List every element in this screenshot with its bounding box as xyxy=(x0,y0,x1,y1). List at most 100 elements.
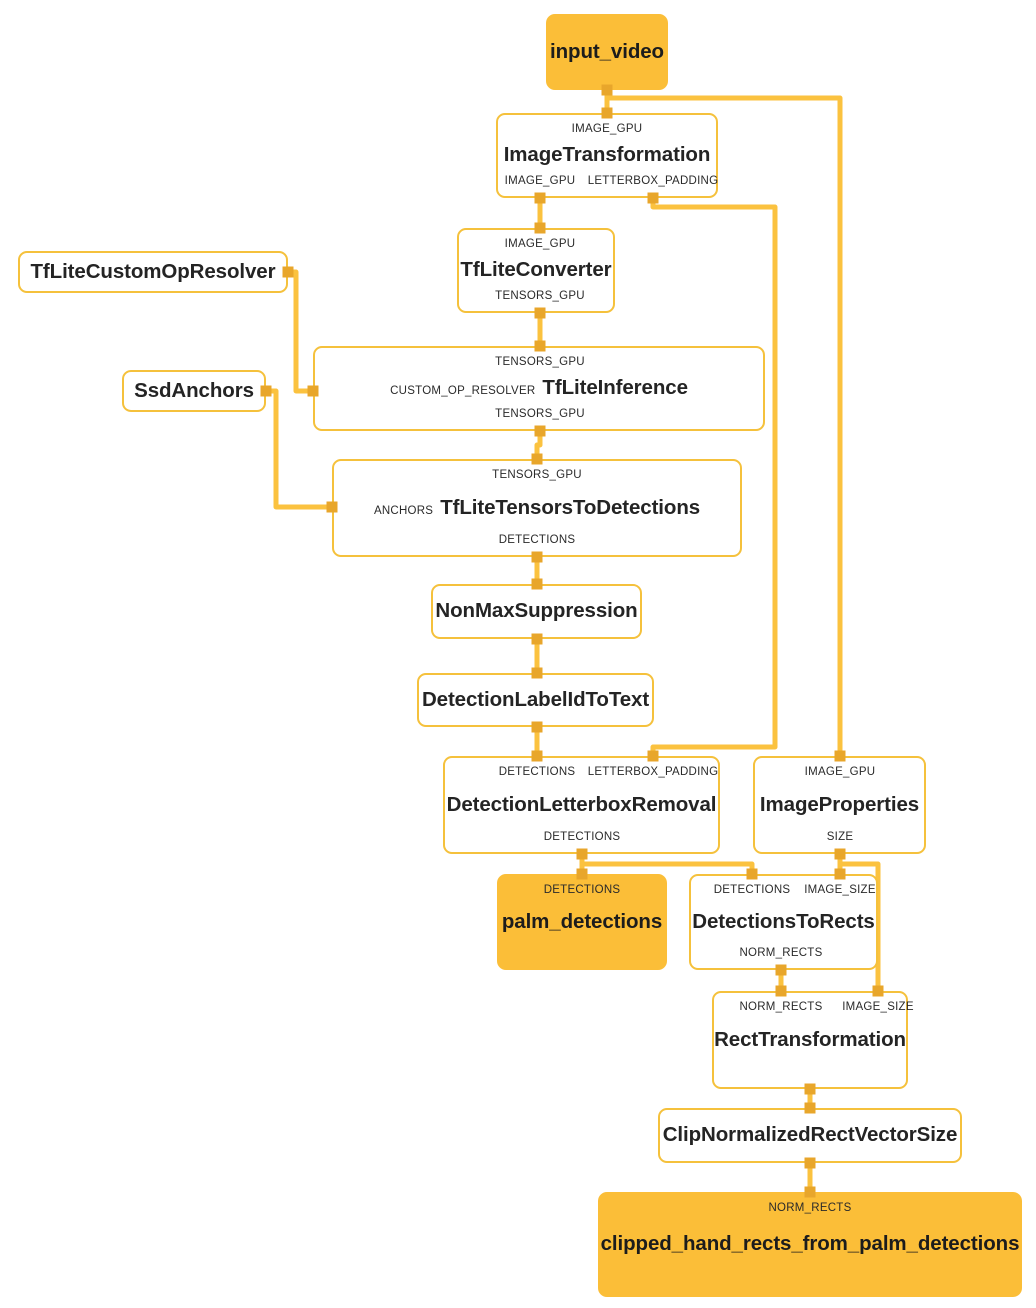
node-label: clipped_hand_rects_from_palm_detections xyxy=(600,1232,1020,1256)
node-label: DetectionsToRects xyxy=(692,909,875,933)
input-port-label-tensors_gpu: TENSORS_GPU xyxy=(495,356,585,368)
port-in-DetectionLabelIdToText[interactable] xyxy=(531,667,543,679)
input-port-label-custom_op_resolver: CUSTOM_OP_RESOLVER xyxy=(390,385,536,398)
output-port-label-letterbox_padding: LETTERBOX_PADDING xyxy=(587,175,719,187)
port-out-ImageTransformation-letterbox_padding[interactable] xyxy=(647,192,659,204)
input-port-label-detections: DETECTIONS xyxy=(498,766,576,778)
node-clipped_hand_rects_from_palm_detections[interactable]: clipped_hand_rects_from_palm_detections xyxy=(598,1192,1022,1297)
input-port-label-image_gpu: IMAGE_GPU xyxy=(571,123,643,135)
input-port-label-detections: DETECTIONS xyxy=(543,884,621,896)
node-DetectionLabelIdToText[interactable]: DetectionLabelIdToText xyxy=(417,673,654,727)
output-port-label-image_gpu: IMAGE_GPU xyxy=(504,175,576,187)
output-port-label-norm_rects: NORM_RECTS xyxy=(739,947,823,959)
output-port-label-detections: DETECTIONS xyxy=(543,831,621,843)
port-in-RectTransformation-norm_rects[interactable] xyxy=(775,985,787,997)
node-title-row: SsdAnchors xyxy=(134,378,254,402)
node-label: ImageTransformation xyxy=(503,143,711,167)
node-ImageTransformation[interactable]: ImageTransformation xyxy=(496,113,718,198)
input-port-label-norm_rects: NORM_RECTS xyxy=(768,1202,852,1214)
node-title-row: ImageTransformation xyxy=(504,145,711,166)
node-TfLiteConverter[interactable]: TfLiteConverter xyxy=(457,228,615,313)
node-title-row: DetectionLetterboxRemoval xyxy=(446,792,717,816)
port-out-input_video[interactable] xyxy=(601,84,613,96)
port-in-ImageProperties-image_gpu[interactable] xyxy=(834,750,846,762)
port-in-DetectionLetterboxRemoval-detections[interactable] xyxy=(531,750,543,762)
port-in-ImageTransformation-image_gpu[interactable] xyxy=(601,107,613,119)
port-out-ImageTransformation-image_gpu[interactable] xyxy=(534,192,546,204)
node-label: ClipNormalizedRectVectorSize xyxy=(662,1123,958,1147)
node-label: palm_detections xyxy=(501,909,663,933)
port-out-DetectionsToRects-norm_rects[interactable] xyxy=(775,964,787,976)
node-TfLiteCustomOpResolver[interactable]: TfLiteCustomOpResolver xyxy=(18,251,288,293)
node-label: NonMaxSuppression xyxy=(435,599,638,623)
edge-input_video-to-ImageProperties xyxy=(607,95,843,756)
edge-TfLiteCustomOpResolver-to-TfLiteInference xyxy=(288,269,313,394)
node-input_video[interactable]: input_video xyxy=(546,14,668,90)
port-out-DetectionLabelIdToText[interactable] xyxy=(531,721,543,733)
node-DetectionLetterboxRemoval[interactable]: DetectionLetterboxRemoval xyxy=(443,756,720,854)
node-label: input_video xyxy=(550,39,664,63)
port-out-SsdAnchors[interactable] xyxy=(260,385,272,397)
node-label: TfLiteConverter xyxy=(460,258,612,282)
port-in-TfLiteInference-tensors_gpu[interactable] xyxy=(534,340,546,352)
port-in-TfLiteInference-custom_op_resolver[interactable] xyxy=(307,385,319,397)
port-out-TfLiteCustomOpResolver[interactable] xyxy=(282,266,294,278)
node-label: SsdAnchors xyxy=(134,378,254,402)
node-title-row: NonMaxSuppression xyxy=(435,601,637,622)
node-label: TfLiteInference xyxy=(542,376,688,400)
node-title-row: DetectionLabelIdToText xyxy=(421,687,650,711)
node-DetectionsToRects[interactable]: DetectionsToRects xyxy=(689,874,878,970)
port-out-TfLiteConverter-tensors_gpu[interactable] xyxy=(534,307,546,319)
input-port-label-image_size: IMAGE_SIZE xyxy=(842,1001,914,1013)
edge-DetectionLetterboxRemoval-to-DetectionsToRects xyxy=(582,861,755,874)
input-port-label-image_size: IMAGE_SIZE xyxy=(804,884,876,896)
node-title-row: clipped_hand_rects_from_palm_detections xyxy=(601,1234,1020,1255)
port-in-clipped_hand_rects_from_palm_detections-norm_rects[interactable] xyxy=(804,1186,816,1198)
port-in-NonMaxSuppression[interactable] xyxy=(531,578,543,590)
port-in-DetectionLetterboxRemoval-letterbox_padding[interactable] xyxy=(647,750,659,762)
port-out-TfLiteInference-tensors_gpu[interactable] xyxy=(534,425,546,437)
port-in-DetectionsToRects-detections[interactable] xyxy=(746,868,758,880)
node-SsdAnchors[interactable]: SsdAnchors xyxy=(122,370,266,412)
input-port-label-image_gpu: IMAGE_GPU xyxy=(804,766,876,778)
input-port-label-image_gpu: IMAGE_GPU xyxy=(504,238,576,250)
node-title-row: CUSTOM_OP_RESOLVER TfLiteInference xyxy=(390,378,688,399)
input-port-label-letterbox_padding: LETTERBOX_PADDING xyxy=(587,766,719,778)
node-ClipNormalizedRectVectorSize[interactable]: ClipNormalizedRectVectorSize xyxy=(658,1108,962,1163)
node-title-row: TfLiteConverter xyxy=(460,260,611,281)
node-title-row: ImageProperties xyxy=(759,792,920,816)
port-out-NonMaxSuppression[interactable] xyxy=(531,633,543,645)
node-label: DetectionLabelIdToText xyxy=(421,687,650,711)
port-in-TfLiteTensorsToDetections-tensors_gpu[interactable] xyxy=(531,453,543,465)
node-label: TfLiteTensorsToDetections xyxy=(440,495,701,519)
node-NonMaxSuppression[interactable]: NonMaxSuppression xyxy=(431,584,642,639)
output-port-label-tensors_gpu: TENSORS_GPU xyxy=(495,290,585,302)
node-label: ImageProperties xyxy=(759,792,920,816)
port-in-RectTransformation-image_size[interactable] xyxy=(872,985,884,997)
port-out-RectTransformation[interactable] xyxy=(804,1083,816,1095)
node-label: DetectionLetterboxRemoval xyxy=(446,792,717,816)
port-out-ImageProperties-size[interactable] xyxy=(834,848,846,860)
input-port-label-norm_rects: NORM_RECTS xyxy=(739,1001,823,1013)
input-port-label-detections: DETECTIONS xyxy=(713,884,791,896)
port-in-palm_detections-detections[interactable] xyxy=(576,868,588,880)
port-out-DetectionLetterboxRemoval-detections[interactable] xyxy=(576,848,588,860)
node-RectTransformation[interactable]: RectTransformation xyxy=(712,991,908,1089)
port-in-ClipNormalizedRectVectorSize[interactable] xyxy=(804,1102,816,1114)
port-in-TfLiteConverter-image_gpu[interactable] xyxy=(534,222,546,234)
node-title-row: DetectionsToRects xyxy=(692,909,875,933)
output-port-label-size: SIZE xyxy=(826,831,854,843)
node-ImageProperties[interactable]: ImageProperties xyxy=(753,756,926,854)
port-out-TfLiteTensorsToDetections-detections[interactable] xyxy=(531,551,543,563)
edge-ImageTransformation-to-DetectionLetterboxRemoval xyxy=(650,198,778,756)
node-title-row: RectTransformation xyxy=(714,1029,906,1051)
port-out-ClipNormalizedRectVectorSize[interactable] xyxy=(804,1157,816,1169)
input-port-label-tensors_gpu: TENSORS_GPU xyxy=(492,469,582,481)
port-in-DetectionsToRects-image_size[interactable] xyxy=(834,868,846,880)
port-in-TfLiteTensorsToDetections-anchors[interactable] xyxy=(326,501,338,513)
output-port-label-detections: DETECTIONS xyxy=(498,534,576,546)
node-title-row: palm_detections xyxy=(501,909,663,933)
node-label: TfLiteCustomOpResolver xyxy=(30,259,276,283)
input-port-label-anchors: ANCHORS xyxy=(373,504,434,517)
